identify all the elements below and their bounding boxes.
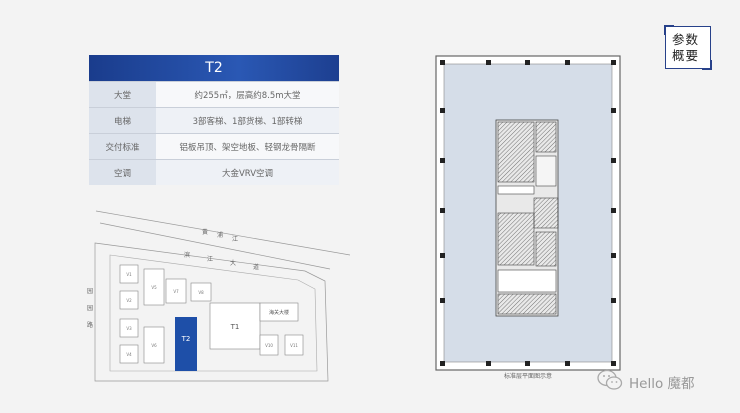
watermark: Hello 魔都: [597, 369, 727, 393]
building-label: V1: [126, 272, 132, 277]
core-service: [497, 293, 557, 315]
row-label: 交付标准: [89, 133, 156, 160]
building-t1: [209, 302, 261, 350]
road-label: 滨: [184, 251, 190, 259]
building-label: V11: [290, 343, 298, 348]
structural-columns: [440, 60, 616, 366]
row-value: 3部客梯、1部货梯、1部转梯: [156, 107, 339, 134]
row-value: 约255㎡，层高约8.5m大堂: [156, 81, 339, 108]
building-s1: [119, 264, 139, 284]
floor-plan-caption: 标准层平面图示意: [503, 373, 552, 380]
core-shaft: [535, 231, 557, 267]
road-label: 园: [87, 305, 93, 312]
road-label: 江: [232, 236, 238, 243]
building-label: V7: [173, 289, 179, 294]
core-lobby: [497, 269, 557, 293]
watermark-text: Hello 魔都: [629, 376, 695, 392]
building-label: V10: [265, 343, 273, 348]
building-v11: [284, 334, 304, 356]
building-label: V3: [126, 326, 132, 331]
row-label: 大堂: [89, 81, 156, 108]
building-label: 海关大楼: [269, 309, 289, 316]
river-line-south: [99, 222, 331, 270]
building-s3: [119, 318, 139, 338]
core-room: [535, 155, 557, 187]
building-label: V8: [198, 290, 204, 295]
site-outer-boundary: [94, 242, 329, 382]
spec-table: T2 大堂 约255㎡，层高约8.5m大堂 电梯 3部客梯、1部货梯、1部转梯 …: [89, 55, 339, 185]
table-row: 交付标准 铝板吊顶、架空地板、轻钢龙骨隔断: [89, 133, 339, 160]
building-label: V2: [126, 298, 132, 303]
row-value: 铝板吊顶、架空地板、轻钢龙骨隔断: [156, 133, 339, 160]
table-row: 大堂 约255㎡，层高约8.5m大堂: [89, 81, 339, 108]
site-map: 黄 浦 江 滨 江 大 道 园 园 路 V1 V2 V3 V4 V5 V7 V8…: [87, 210, 350, 382]
wechat-icon: [597, 369, 623, 390]
core-shaft: [535, 121, 557, 153]
road-label: 路: [87, 321, 93, 329]
building-label: T1: [230, 323, 240, 331]
building-t2-label: T2: [181, 335, 191, 343]
building-haiguan: [259, 302, 299, 322]
building-v10: [259, 334, 279, 356]
road-label: 大: [230, 259, 236, 267]
core-elevator: [533, 197, 559, 229]
spec-table-title: T2: [89, 55, 339, 82]
building-v8: [190, 282, 212, 302]
core-stair-south: [497, 212, 535, 266]
badge-line-1: 参数: [672, 32, 700, 47]
row-label: 空调: [89, 159, 156, 185]
badge-corner-bottom-right: [702, 60, 712, 70]
core-stair-north: [497, 121, 535, 183]
road-label: 园: [87, 288, 93, 295]
building-label: V6: [151, 343, 157, 348]
road-label: 浦: [217, 231, 223, 239]
building-s4: [119, 344, 139, 364]
building-label: V5: [151, 285, 157, 290]
building-s2: [119, 290, 139, 310]
row-label: 电梯: [89, 107, 156, 134]
table-row: 电梯 3部客梯、1部货梯、1部转梯: [89, 107, 339, 134]
row-value: 大金VRV空调: [156, 159, 339, 185]
core-corridor: [497, 185, 535, 195]
building-v7: [165, 278, 187, 304]
building-label: V4: [126, 352, 132, 357]
building-v6: [143, 326, 165, 364]
road-label: 道: [253, 263, 259, 271]
building-v5: [143, 268, 165, 306]
table-row: 空调 大金VRV空调: [89, 159, 339, 185]
building-t2-highlight: [175, 317, 197, 371]
floor-plan: [435, 55, 621, 371]
road-label: 江: [207, 256, 213, 263]
section-badge: 参数 概要: [664, 25, 712, 70]
river-line-north: [95, 210, 350, 256]
site-inner-boundary: [109, 254, 318, 372]
badge-corner-top-left: [664, 25, 674, 35]
badge-line-2: 概要: [672, 48, 700, 63]
road-label: 黄: [202, 228, 208, 236]
